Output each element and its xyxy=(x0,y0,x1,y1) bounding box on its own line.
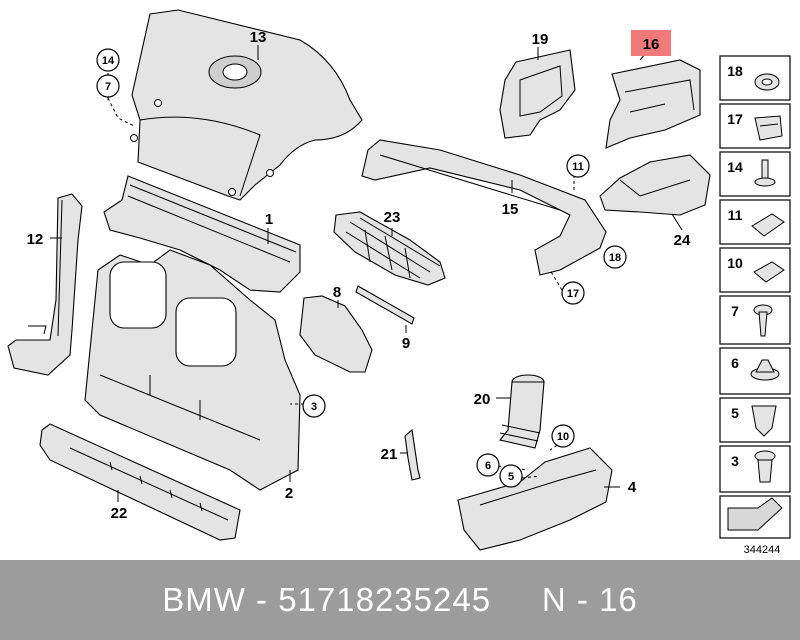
footer-bar: BMW - 51718235245 N - 16 xyxy=(0,560,800,640)
label-19: 19 xyxy=(532,31,549,48)
part-2-frame xyxy=(84,249,301,491)
parts-diagram: 13 1 12 19 15 23 8 9 24 20 21 4 22 2 16 … xyxy=(7,9,791,556)
legend-item-3: 3 xyxy=(719,445,791,493)
label-24: 24 xyxy=(674,232,691,249)
callout-17: 17 xyxy=(567,288,579,300)
label-8: 8 xyxy=(333,284,341,301)
label-1: 1 xyxy=(265,211,273,228)
part-19-bracket xyxy=(499,49,576,139)
footer-part-number: BMW - 51718235245 N - 16 xyxy=(162,581,638,618)
label-9: 9 xyxy=(402,335,410,352)
legend-item-18: 18 xyxy=(719,55,791,101)
callout-18: 18 xyxy=(609,252,621,264)
callout-14: 14 xyxy=(102,55,115,67)
legend-label-14: 14 xyxy=(727,159,743,175)
legend-item-6: 6 xyxy=(719,347,791,395)
fastener-legend: 18 17 14 11 10 7 xyxy=(719,55,791,556)
legend-item-7: 7 xyxy=(719,295,791,345)
part-12-duct xyxy=(7,193,83,376)
legend-label-18: 18 xyxy=(727,63,743,79)
legend-item-17: 17 xyxy=(719,103,791,149)
part-16-duct xyxy=(605,59,701,149)
label-15: 15 xyxy=(502,201,519,218)
label-20: 20 xyxy=(474,391,491,408)
label-21: 21 xyxy=(381,446,398,463)
label-16: 16 xyxy=(643,36,660,53)
legend-item-10: 10 xyxy=(719,247,791,293)
part-21-bracket xyxy=(404,428,421,481)
part-1-carrier xyxy=(103,175,301,293)
label-13: 13 xyxy=(250,29,267,46)
highlight-box xyxy=(631,30,671,56)
legend-label-6: 6 xyxy=(731,355,739,371)
part-24-duct xyxy=(599,154,711,216)
label-12: 12 xyxy=(27,231,44,248)
part-labels: 13 1 12 19 15 23 8 9 24 20 21 4 22 2 xyxy=(27,29,691,522)
legend-item-14: 14 xyxy=(719,151,791,197)
callout-3: 3 xyxy=(311,401,317,413)
callout-10: 10 xyxy=(557,431,569,443)
part-15-duct xyxy=(361,139,607,276)
callout-11: 11 xyxy=(572,161,584,173)
legend-label-11: 11 xyxy=(728,207,743,223)
callout-6: 6 xyxy=(485,460,491,472)
part-22-panel xyxy=(39,423,241,541)
legend-label-7: 7 xyxy=(731,303,739,319)
part-23-grille xyxy=(333,211,446,286)
label-4: 4 xyxy=(628,479,637,496)
part-20-hose xyxy=(499,374,545,449)
legend-item-5: 5 xyxy=(719,397,791,443)
legend-label-5: 5 xyxy=(731,405,739,421)
legend-label-3: 3 xyxy=(731,453,739,469)
callouts: 14 7 11 18 17 3 10 6 5 xyxy=(96,48,627,488)
part-4-duct xyxy=(457,447,613,551)
legend-label-10: 10 xyxy=(727,255,743,271)
label-23: 23 xyxy=(384,209,401,226)
part-9-strip xyxy=(355,285,415,325)
callout-5: 5 xyxy=(508,471,514,483)
legend-item-11: 11 xyxy=(719,199,791,245)
legend-label-17: 17 xyxy=(727,111,743,127)
label-22: 22 xyxy=(111,505,128,522)
callout-7: 7 xyxy=(105,81,111,93)
label-2: 2 xyxy=(285,485,293,502)
diagram-number: 344244 xyxy=(744,544,781,556)
part-13-cover xyxy=(130,9,363,201)
highlighted-part-16: 16 xyxy=(631,30,671,56)
legend-arrow-box xyxy=(719,495,791,539)
part-8-cover xyxy=(299,295,373,373)
